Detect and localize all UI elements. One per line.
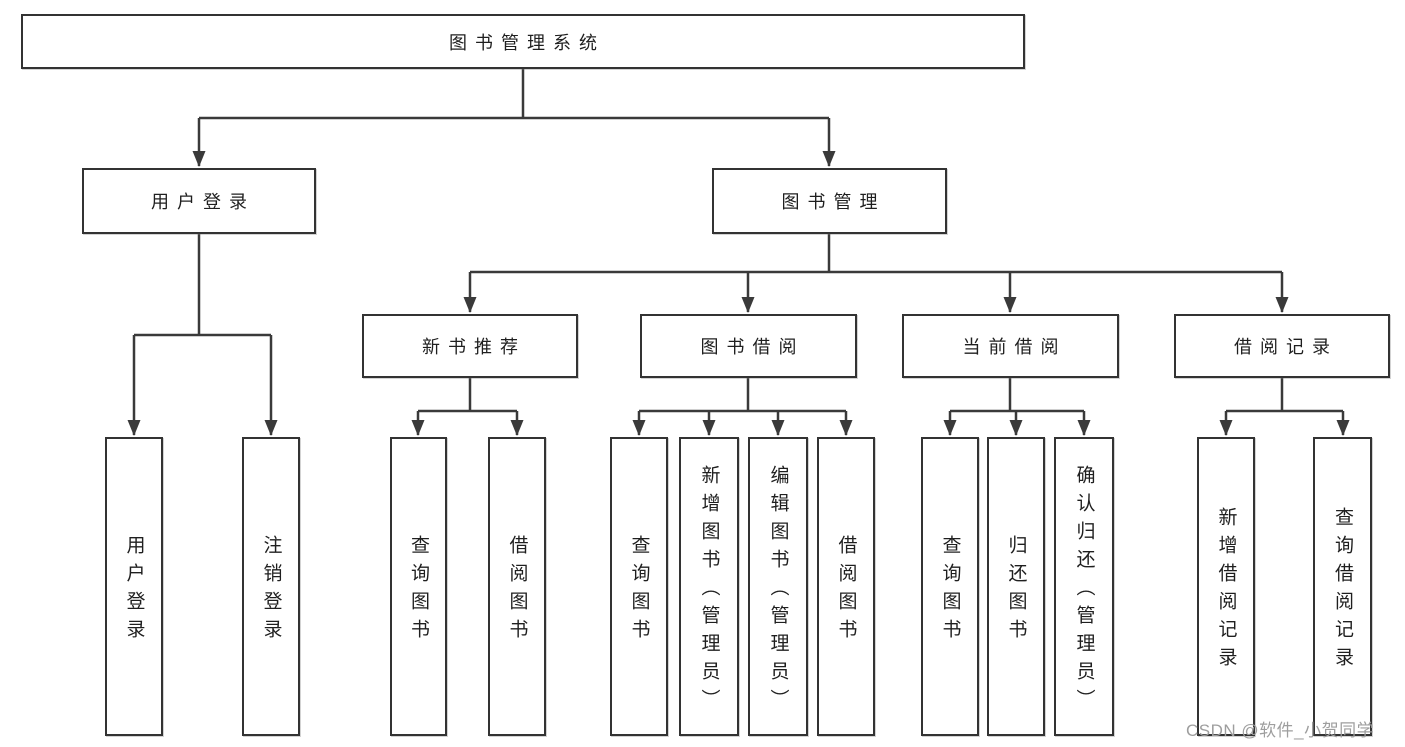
connector-root-split	[199, 69, 829, 120]
node-label: 用户登录	[151, 192, 255, 212]
leaf-add-book-admin: 新增图书（管理员）	[679, 437, 739, 736]
node-label: 查询图书	[939, 535, 961, 647]
connector-new-book-split	[418, 378, 517, 413]
node-book-borrowing: 图书借阅	[640, 314, 857, 378]
leaf-logout: 注销登录	[242, 437, 300, 736]
connector-book-management-split	[470, 234, 1282, 274]
node-borrowing-records: 借阅记录	[1174, 314, 1390, 378]
node-label: 当前借阅	[962, 337, 1067, 357]
node-label: 新书推荐	[422, 337, 526, 357]
leaf-query-borrow-record: 查询借阅记录	[1313, 437, 1372, 736]
leaf-query-books-recommend: 查询图书	[390, 437, 447, 736]
node-label: 借阅记录	[1234, 337, 1338, 357]
leaf-user-login: 用户登录	[105, 437, 163, 736]
leaf-borrow-books-recommend: 借阅图书	[488, 437, 546, 736]
node-label: 编辑图书（管理员）	[767, 465, 789, 717]
leaf-borrow-books-borrowing: 借阅图书	[817, 437, 875, 736]
node-label: 注销登录	[260, 535, 282, 647]
node-label: 确认归还（管理员）	[1073, 465, 1095, 717]
leaf-return-book: 归还图书	[987, 437, 1045, 736]
watermark-text: CSDN @软件_小贺同学	[1186, 721, 1375, 740]
node-label: 查询图书	[408, 535, 429, 647]
node-label: 查询借阅记录	[1332, 507, 1353, 675]
node-label: 用户登录	[123, 535, 145, 647]
leaf-confirm-return-admin: 确认归还（管理员）	[1054, 437, 1114, 736]
leaf-query-books-current: 查询图书	[921, 437, 979, 736]
node-library-management-system: 图书管理系统	[21, 14, 1025, 69]
node-new-book-recommendation: 新书推荐	[362, 314, 578, 378]
node-label: 归还图书	[1005, 535, 1027, 647]
node-book-management: 图书管理	[712, 168, 947, 234]
node-label: 图书管理系统	[449, 32, 605, 53]
node-label: 图书借阅	[700, 337, 805, 357]
node-current-borrowing: 当前借阅	[902, 314, 1119, 378]
node-label: 图书管理	[781, 192, 886, 212]
connector-user-login-split	[134, 234, 271, 337]
leaf-edit-book-admin: 编辑图书（管理员）	[748, 437, 808, 736]
leaf-query-books-borrowing: 查询图书	[610, 437, 668, 736]
node-label: 新增借阅记录	[1215, 507, 1237, 675]
node-label: 借阅图书	[506, 535, 528, 647]
node-label: 查询图书	[628, 535, 650, 647]
connector-current-borrowing-split	[950, 378, 1084, 413]
node-user-login: 用户登录	[82, 168, 316, 234]
connector-book-borrowing-split	[639, 378, 846, 413]
node-label: 借阅图书	[835, 535, 857, 647]
node-label: 新增图书（管理员）	[698, 465, 720, 717]
connector-borrowing-records-split	[1226, 378, 1343, 413]
leaf-add-borrow-record: 新增借阅记录	[1197, 437, 1255, 736]
